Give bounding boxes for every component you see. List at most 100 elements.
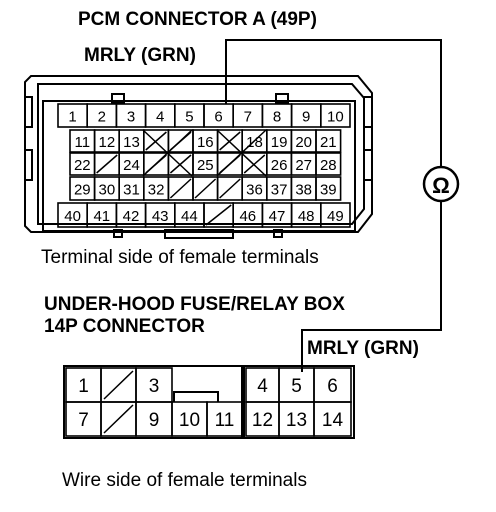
fuse-terminal-cell: 7: [65, 401, 102, 437]
pcm-terminal-number: 6: [214, 109, 222, 126]
pcm-terminal-number: 41: [93, 208, 110, 225]
fuse-terminal-number: 14: [322, 410, 344, 431]
pcm-terminal-cell: 16: [192, 129, 219, 153]
pcm-terminal-cell: 9: [290, 103, 322, 128]
pcm-terminal-number: 2: [98, 109, 106, 126]
pcm-terminal-number: 43: [152, 208, 169, 225]
pcm-terminal-cell: 11: [69, 129, 96, 153]
pcm-terminal-cell: 38: [290, 176, 317, 201]
pcm-terminal-number: 8: [273, 109, 281, 126]
fuse-terminal-cell: 11: [206, 401, 243, 437]
pcm-terminal-number: 28: [320, 157, 337, 174]
pcm-wire-label: MRLY (GRN): [84, 45, 196, 66]
pcm-terminal-cell: 6: [203, 103, 235, 128]
pcm-terminal-cell: [192, 176, 219, 201]
pcm-terminal-number: 3: [127, 109, 135, 126]
fuse-terminal-cell: 4: [245, 367, 280, 403]
pcm-terminal-number: 26: [271, 157, 288, 174]
fuse-box-title-line1: UNDER-HOOD FUSE/RELAY BOX: [44, 294, 345, 315]
fuse-terminal-cell: 14: [313, 401, 352, 437]
pcm-terminal-cell: 10: [319, 103, 351, 128]
pcm-terminal-number: 19: [271, 134, 288, 151]
fuse-terminal-cell: 6: [313, 367, 352, 403]
pcm-terminal-cell: 49: [319, 202, 351, 228]
pcm-terminal-number: 25: [197, 157, 214, 174]
pcm-terminal-number: 31: [123, 182, 140, 199]
pcm-connector-housing: [24, 75, 373, 239]
pcm-terminal-number: 40: [64, 208, 81, 225]
pcm-terminal-cell: 4: [144, 103, 176, 128]
fuse-terminal-number: 12: [252, 410, 273, 431]
pcm-terminal-number: 42: [123, 208, 140, 225]
pcm-terminal-cell: 21: [315, 129, 342, 153]
pcm-terminal-number: 10: [327, 109, 344, 126]
pcm-terminal-cell: 27: [290, 152, 317, 176]
fuse-terminal-number: 7: [78, 410, 89, 431]
pcm-terminal-cell: 3: [115, 103, 147, 128]
fuse-terminal-number: 9: [149, 410, 160, 431]
pcm-terminal-cell: 28: [315, 152, 342, 176]
pcm-terminal-cell: 13: [118, 129, 145, 153]
pcm-terminal-number: 29: [74, 182, 91, 199]
fuse-terminal-cell: 3: [135, 367, 173, 403]
fuse-empty-slot-mark: [103, 404, 134, 434]
pcm-terminal-number: 36: [246, 182, 263, 199]
pcm-terminal-number: 39: [320, 182, 337, 199]
pcm-terminal-number: 16: [197, 134, 214, 151]
fuse-terminal-cell: 12: [245, 401, 280, 437]
fuse-terminal-number: 3: [149, 376, 160, 397]
pcm-terminal-number: 37: [271, 182, 288, 199]
pcm-terminal-cell: 25: [192, 152, 219, 176]
fuse-terminal-cell: 10: [171, 401, 208, 437]
pcm-empty-slot-mark: [169, 178, 192, 199]
test-lead-wires: [225, 39, 442, 372]
fuse-terminal-number: 10: [179, 410, 200, 431]
pcm-terminal-number: 38: [295, 182, 312, 199]
pcm-terminal-cell: 2: [86, 103, 118, 128]
pcm-terminal-cell: 32: [143, 176, 170, 201]
pcm-terminal-number: 1: [68, 109, 76, 126]
pcm-terminal-number: 30: [99, 182, 116, 199]
pcm-terminal-number: 4: [156, 109, 164, 126]
pcm-terminal-cell: [93, 152, 120, 176]
pcm-terminal-number: 21: [320, 134, 337, 151]
fuse-terminal-number: 5: [291, 376, 302, 397]
pcm-terminal-number: 47: [269, 208, 286, 225]
pcm-terminal-cell: 5: [174, 103, 205, 128]
ohm-symbol: Ω: [432, 173, 450, 198]
fuse-terminal-number: 6: [327, 376, 338, 397]
fuse-terminal-number: 11: [215, 410, 235, 431]
pcm-empty-slot-mark: [96, 154, 118, 174]
pcm-terminal-number: 49: [327, 208, 344, 225]
pcm-terminal-cell: 19: [265, 129, 293, 153]
pcm-terminal-number: 11: [75, 134, 91, 151]
fuse-wire-label: MRLY (GRN): [307, 338, 419, 359]
fuse-terminal-number: 13: [286, 410, 307, 431]
pcm-terminal-number: 44: [181, 208, 198, 225]
pcm-terminal-number: 5: [185, 109, 193, 126]
pcm-terminal-number: 18: [246, 134, 263, 151]
pcm-terminal-cell: 20: [290, 129, 317, 153]
pcm-terminal-cell: 31: [118, 176, 145, 201]
pcm-empty-slot-mark: [145, 131, 167, 151]
fuse-terminal-cell: 9: [135, 401, 173, 437]
pcm-terminal-number: 32: [148, 182, 165, 199]
fuse-terminal-cell: 13: [278, 401, 315, 437]
pcm-terminal-number: 12: [99, 134, 116, 151]
pcm-terminal-cell: 39: [315, 176, 342, 201]
pcm-terminal-number: 46: [239, 208, 256, 225]
fuse-terminal-cell: [100, 367, 137, 403]
pcm-empty-slot-mark: [219, 178, 241, 199]
fuse-terminal-cell: 1: [65, 367, 102, 403]
pcm-terminal-number: 22: [74, 157, 91, 174]
pcm-terminal-number: 48: [298, 208, 315, 225]
pcm-terminal-number: 9: [302, 109, 310, 126]
pcm-terminal-cell: 12: [93, 129, 120, 153]
ohmmeter-icon: Ω: [422, 165, 460, 203]
pcm-side-caption: Terminal side of female terminals: [41, 247, 319, 268]
pcm-terminal-cell: 29: [69, 176, 96, 201]
pcm-empty-slot-mark: [142, 129, 193, 177]
